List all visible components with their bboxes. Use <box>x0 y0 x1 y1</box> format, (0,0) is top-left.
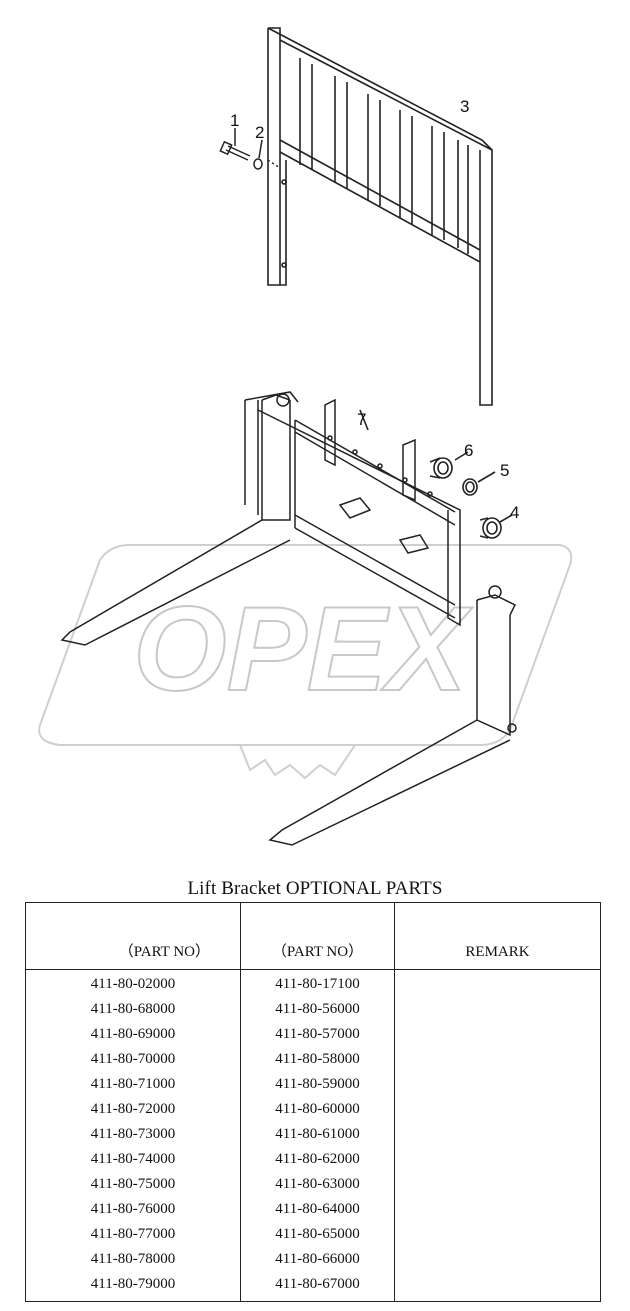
part-no-cell: 411-80-02000 <box>25 969 241 997</box>
part-no-cell: 411-80-70000 <box>25 1047 241 1072</box>
column-header-part-no-1: （PART NO） <box>25 902 241 970</box>
part-no-cell: 411-80-74000 <box>25 1147 241 1172</box>
part-no-cell: 411-80-63000 <box>240 1172 395 1197</box>
remark-cell <box>394 1147 601 1172</box>
part-no-cell: 411-80-67000 <box>240 1272 395 1302</box>
remark-cell <box>394 1097 601 1122</box>
part-no-cell: 411-80-62000 <box>240 1147 395 1172</box>
column-header-remark: REMARK <box>394 902 601 970</box>
part-no-cell: 411-80-77000 <box>25 1222 241 1247</box>
fork-carriage-part-7 <box>244 391 502 627</box>
part-no-cell: 411-80-69000 <box>25 1022 241 1047</box>
callout-6: 6 <box>464 441 473 460</box>
part-no-cell: 411-80-68000 <box>25 997 241 1022</box>
remark-cell <box>394 969 601 997</box>
remark-cell <box>394 1022 601 1047</box>
part-no-cell: 411-80-75000 <box>25 1172 241 1197</box>
part-no-cell: 411-80-17100 <box>240 969 395 997</box>
part-no-cell: 411-80-58000 <box>240 1047 395 1072</box>
part-no-cell: 411-80-59000 <box>240 1072 395 1097</box>
opex-watermark: OPEX <box>38 544 573 780</box>
callout-7: 7 <box>357 410 366 429</box>
part-no-cell: 411-80-64000 <box>240 1197 395 1222</box>
callout-2: 2 <box>255 123 264 142</box>
part-no-cell: 411-80-73000 <box>25 1122 241 1147</box>
left-fork <box>60 394 291 646</box>
remark-cell <box>394 1122 601 1147</box>
part-no-cell: 411-80-78000 <box>25 1247 241 1272</box>
callout-4: 4 <box>510 503 519 522</box>
bolt-and-washer <box>219 128 281 170</box>
part-no-cell: 411-80-61000 <box>240 1122 395 1147</box>
part-no-cell: 411-80-71000 <box>25 1072 241 1097</box>
table-header-row: （PART NO） （PART NO） REMARK <box>25 902 601 970</box>
remark-cell <box>394 1272 601 1302</box>
part-no-cell: 411-80-60000 <box>240 1097 395 1122</box>
part-no-cell: 411-80-76000 <box>25 1197 241 1222</box>
remark-cell <box>394 1072 601 1097</box>
remark-cell <box>394 1197 601 1222</box>
remark-cell <box>394 997 601 1022</box>
remark-cell <box>394 1047 601 1072</box>
exploded-parts-diagram: OPEX <box>38 27 573 846</box>
callout-1: 1 <box>230 111 239 130</box>
bushings <box>359 409 513 539</box>
part-no-cell: 411-80-65000 <box>240 1222 395 1247</box>
remark-cell <box>394 1172 601 1197</box>
right-fork <box>268 594 517 846</box>
remark-cell <box>394 1247 601 1272</box>
watermark-text: OPEX <box>133 582 473 716</box>
callout-5: 5 <box>500 461 509 480</box>
remark-cell <box>394 1222 601 1247</box>
part-no-cell: 411-80-79000 <box>25 1272 241 1302</box>
part-no-cell: 411-80-72000 <box>25 1097 241 1122</box>
part-no-cell: 411-80-66000 <box>240 1247 395 1272</box>
column-header-part-no-2: （PART NO） <box>240 902 395 970</box>
callout-3: 3 <box>460 97 469 116</box>
load-backrest-part-3 <box>267 27 493 406</box>
part-no-cell: 411-80-56000 <box>240 997 395 1022</box>
part-no-cell: 411-80-57000 <box>240 1022 395 1047</box>
table-title: Lift Bracket OPTIONAL PARTS <box>187 878 443 899</box>
